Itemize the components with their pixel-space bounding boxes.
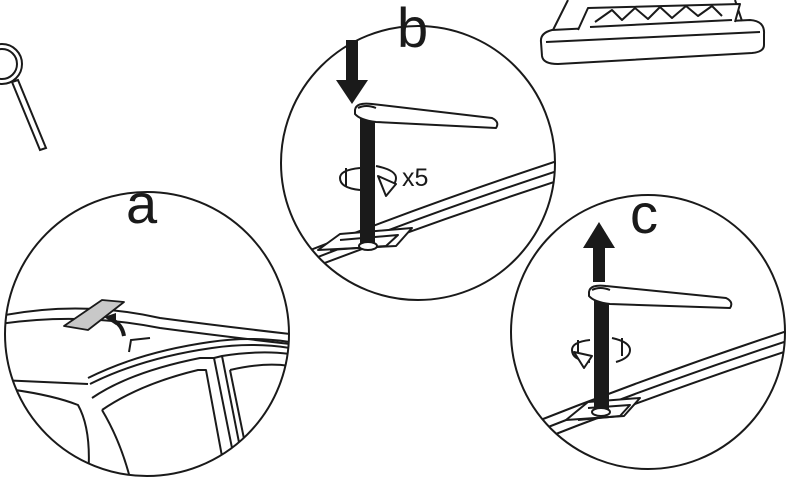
step-label-a: a [126,172,158,235]
roof-cover [63,299,125,331]
step-label-c: c [630,182,658,245]
key-tool [588,284,733,417]
turn-count-label: x5 [402,164,429,192]
magnifier-icon [0,43,48,152]
step-a-detail [4,191,290,477]
foot-mark [128,337,151,353]
roof-bar-foot [539,0,766,65]
arrow-up-icon [583,222,615,282]
tilt-arrow-icon [104,313,126,337]
rotate-icon [339,165,397,197]
key-tool [354,102,499,251]
step-b-detail [280,25,556,301]
rotate-icon [571,337,631,369]
arrow-down-icon [336,40,368,104]
step-label-b: b [397,0,429,59]
